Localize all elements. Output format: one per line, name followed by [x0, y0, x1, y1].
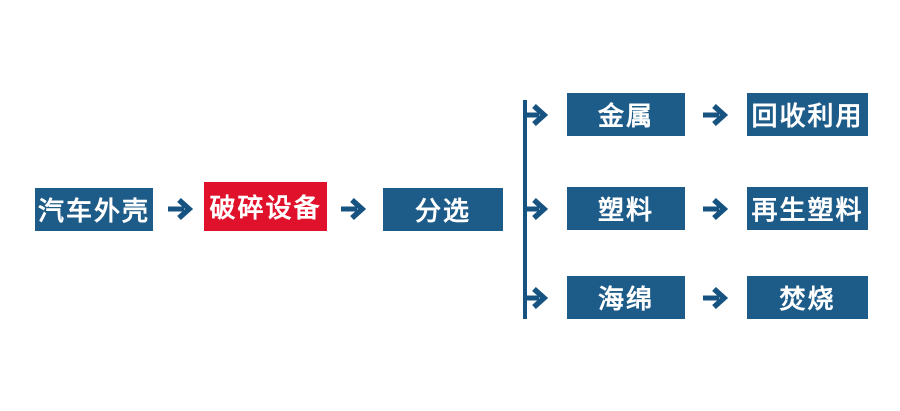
- arrow-right-icon: [703, 287, 729, 309]
- node-sponge: 海绵: [567, 276, 685, 319]
- arrow-right-icon: [703, 104, 729, 126]
- node-plastic: 塑料: [567, 187, 685, 230]
- node-recycling: 回收利用: [747, 93, 868, 136]
- node-crushing-equipment: 破碎设备: [204, 182, 327, 231]
- branch-arrow-icon: [523, 287, 549, 309]
- branch-arrow-icon: [523, 104, 549, 126]
- node-incineration: 焚烧: [747, 276, 868, 319]
- branch-arrow-icon: [523, 198, 549, 220]
- node-recycled-plastic: 再生塑料: [747, 187, 868, 230]
- node-sorting: 分选: [383, 188, 503, 231]
- arrow-right-icon: [703, 198, 729, 220]
- arrow-right-icon: [341, 198, 367, 220]
- node-car-shell: 汽车外壳: [35, 188, 153, 231]
- arrow-right-icon: [168, 198, 194, 220]
- node-metal: 金属: [567, 93, 685, 136]
